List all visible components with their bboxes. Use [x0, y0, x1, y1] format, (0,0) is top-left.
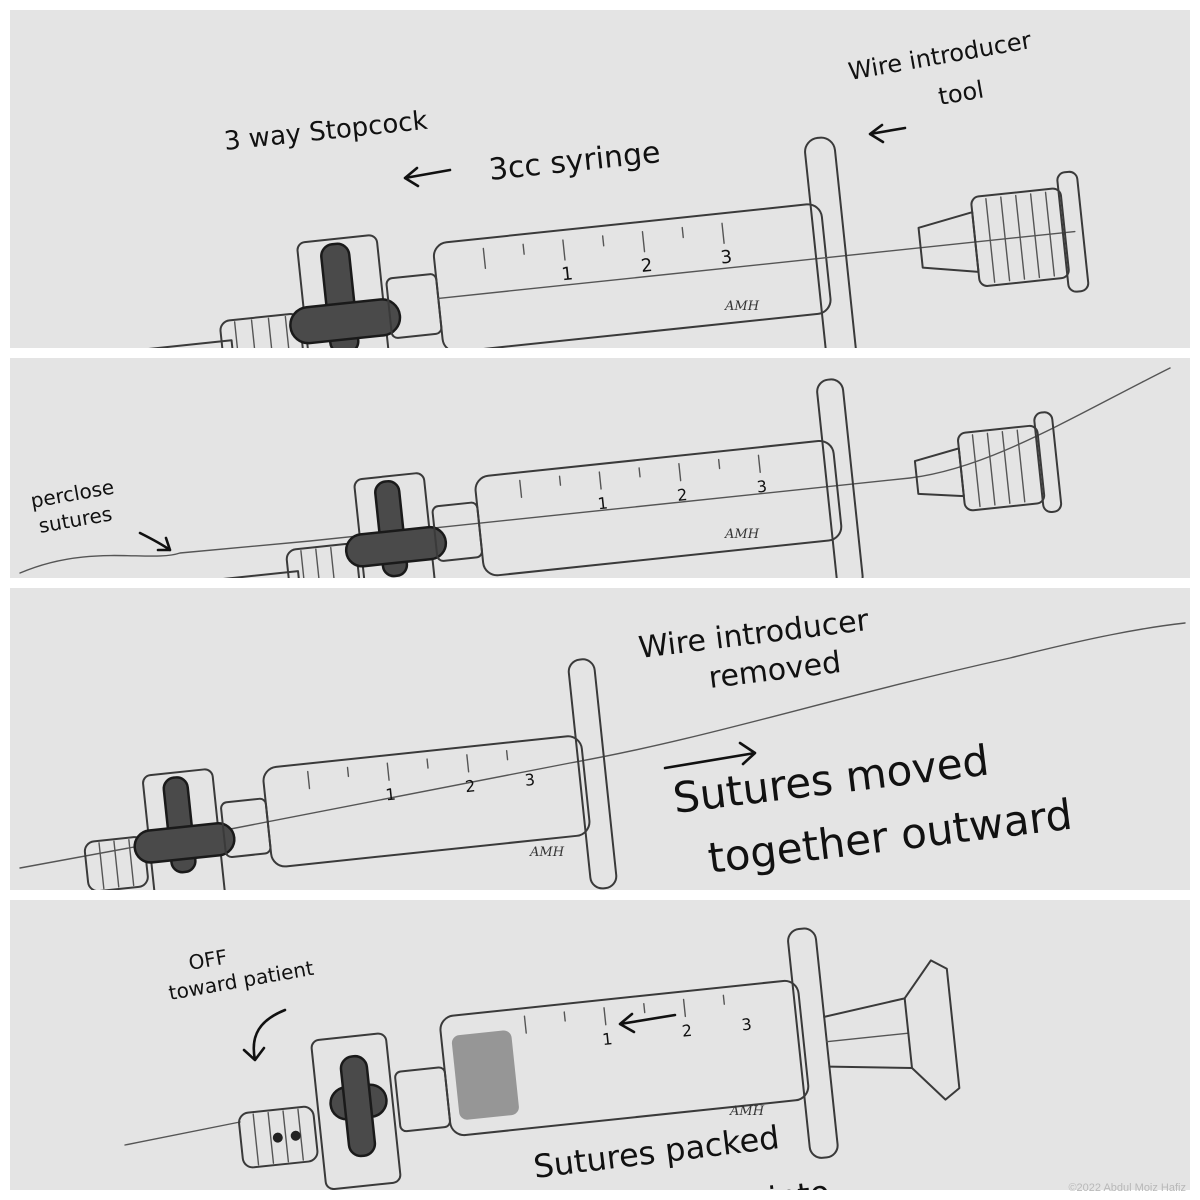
grad-mark-1: 1	[385, 785, 397, 805]
barrel-graduations: 1 2 3	[519, 454, 768, 513]
syringe-flange	[816, 378, 864, 578]
barrel-graduations: 1 2 3	[523, 994, 753, 1049]
suture-strand	[19, 367, 1171, 574]
syringe-flange	[787, 927, 839, 1159]
panel-1-stopcock-syringe-wire-tool: 1 2 3 3 way Stopcock 3cc syringe Wire in…	[10, 10, 1190, 348]
barrel-graduations: 1 2 3	[482, 222, 734, 285]
wire-introducer-tool	[913, 411, 1063, 514]
grad-mark-3: 3	[720, 247, 734, 269]
arrow-down-icon	[242, 1008, 287, 1062]
stopcock-body	[344, 472, 448, 578]
syringe-flange	[804, 136, 858, 348]
stopcock-handle-horizontal	[133, 822, 236, 864]
grad-mark-3: 3	[524, 770, 536, 790]
wire-introducer-tool	[917, 170, 1090, 293]
arrow-down-right-icon	[138, 531, 172, 552]
stopcock-body	[133, 768, 236, 890]
stopcock-handle-horizontal	[289, 298, 402, 345]
luer-lock-threads	[285, 542, 361, 578]
label-3-way-stopcock: 3 way Stopcock	[223, 106, 429, 157]
grad-mark-3: 3	[741, 1015, 753, 1035]
syringe-barrel	[439, 979, 810, 1137]
artist-signature: AMH	[724, 299, 760, 314]
grad-mark-3: 3	[756, 477, 768, 497]
barrel-graduations: 1 2 3	[307, 749, 536, 805]
arrow-right-icon	[663, 741, 757, 770]
suture-strand	[19, 622, 1186, 869]
syringe-flange	[567, 658, 618, 890]
luer-tip	[111, 339, 235, 348]
stopcock-body	[310, 1032, 402, 1190]
panel-4-sutures-packed: 1 2 3 OFF toward patient Sutures packed …	[10, 900, 1190, 1190]
panel-3-sutures-moved-outward: 1 2 3 Wire introducer removed Sutures mo…	[10, 588, 1190, 890]
artist-signature: AMH	[729, 1104, 765, 1119]
suture-strand	[124, 1121, 241, 1146]
grad-mark-2: 2	[640, 255, 654, 277]
suture-knot	[272, 1132, 283, 1143]
grad-mark-1: 1	[597, 493, 609, 513]
label-wire-introducer-line1: Wire introducer	[846, 26, 1033, 86]
panel-2-drawing: 1 2 3 perclose sutures AMH	[19, 367, 1171, 578]
syringe-luer-connector	[394, 1066, 451, 1133]
syringe-barrel	[432, 203, 832, 348]
arrow-left-icon	[618, 1012, 677, 1034]
luer-lock-threads	[238, 1105, 319, 1169]
label-sutures-packed: Sutures packed	[531, 1118, 781, 1186]
stopcock-handle-vertical	[339, 1054, 377, 1158]
copyright-watermark: ©2022 Abdul Moiz Hafiz	[1068, 1182, 1186, 1194]
grad-mark-1: 1	[560, 263, 574, 285]
grad-mark-1: 1	[601, 1029, 613, 1049]
stopcock-body	[289, 234, 402, 348]
label-3cc-syringe: 3cc syringe	[487, 135, 662, 188]
grad-mark-2: 2	[464, 776, 476, 796]
arrow-left-icon	[403, 166, 452, 188]
introducer-wire	[437, 230, 1076, 300]
syringe-plunger	[823, 959, 961, 1101]
arrow-left-icon	[868, 123, 907, 144]
luer-tip	[197, 570, 301, 578]
artist-signature: AMH	[529, 845, 565, 860]
label-wire-introducer-line2: tool	[936, 75, 986, 110]
grad-mark-2: 2	[681, 1021, 693, 1041]
panel-1-drawing: 1 2 3 3 way Stopcock 3cc syringe Wire in…	[111, 26, 1090, 348]
syringe-barrel	[262, 735, 591, 868]
syringe-barrel	[474, 439, 843, 577]
panel-3-drawing: 1 2 3 Wire introducer removed Sutures mo…	[19, 603, 1186, 890]
label-into: into	[766, 1173, 831, 1190]
grad-mark-2: 2	[676, 485, 688, 505]
label-off: OFF	[187, 945, 229, 975]
suture-knot	[290, 1130, 301, 1141]
stopcock-handle-horizontal	[344, 525, 448, 568]
panel-2-perclose-sutures: 1 2 3 perclose sutures AMH	[10, 358, 1190, 578]
panel-4-drawing: 1 2 3 OFF toward patient Sutures packed …	[124, 927, 961, 1190]
artist-signature: AMH	[724, 527, 760, 542]
packed-sutures	[451, 1030, 519, 1120]
